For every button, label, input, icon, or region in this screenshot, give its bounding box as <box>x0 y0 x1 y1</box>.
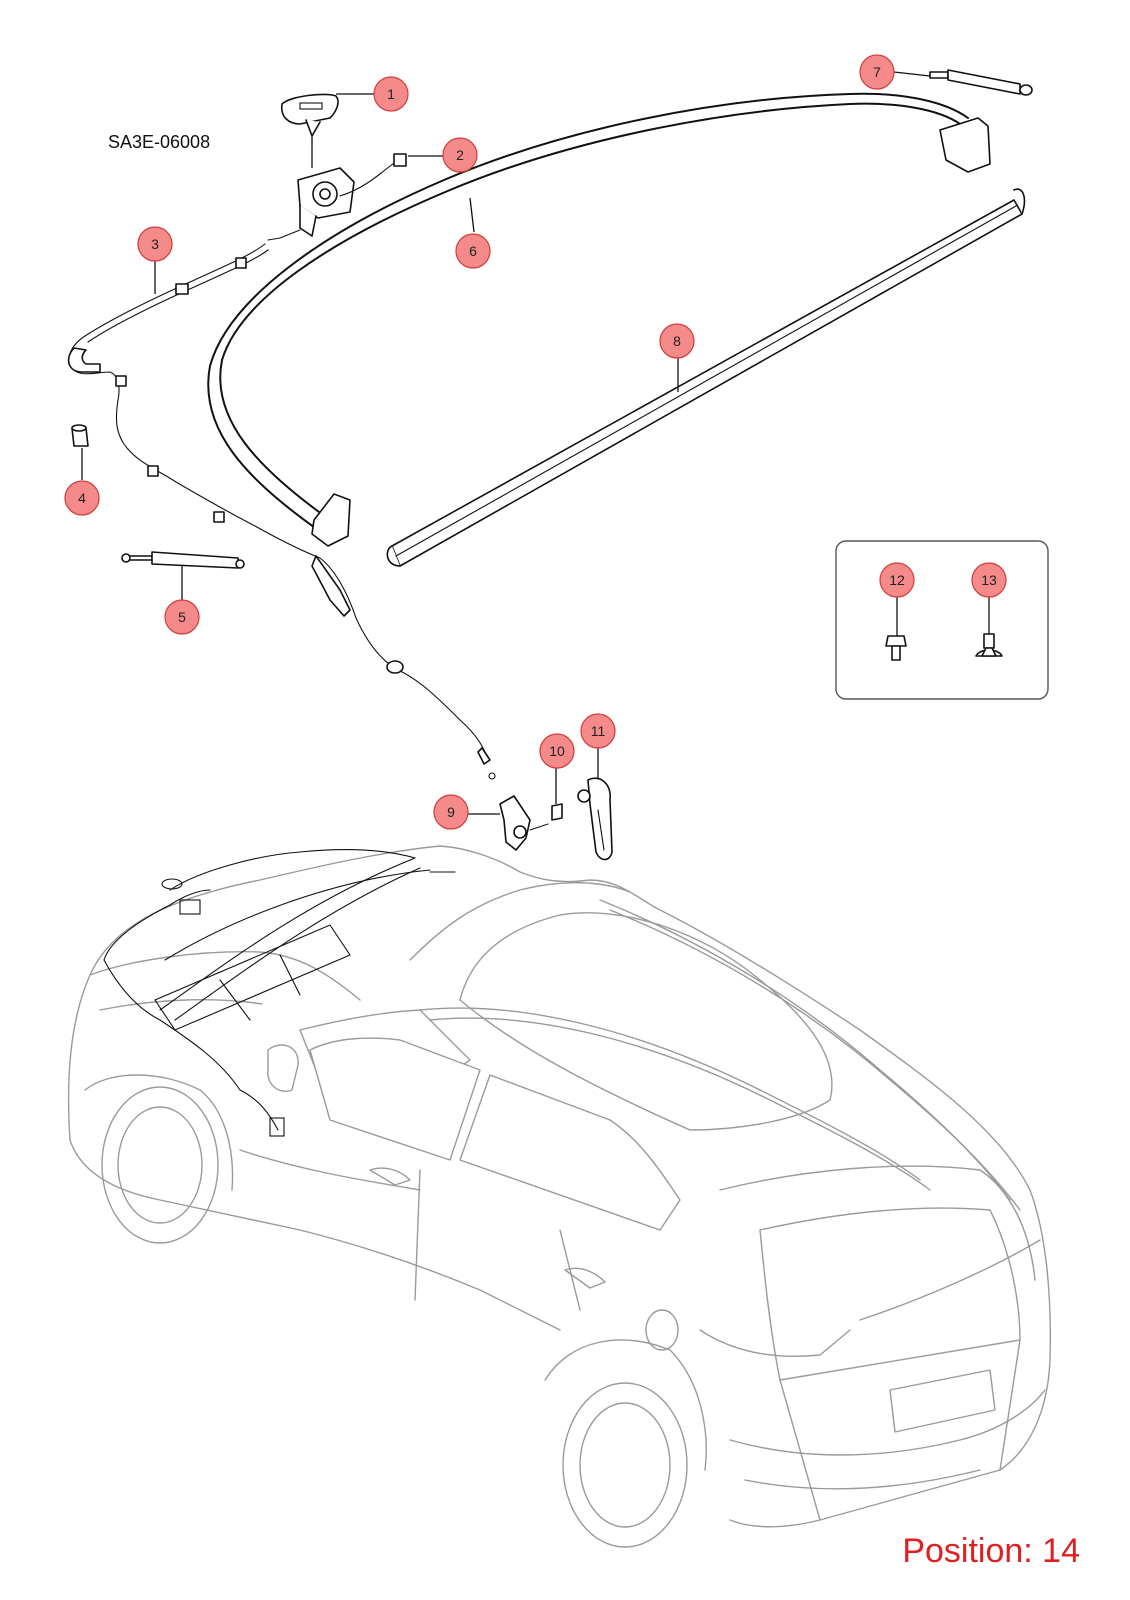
callout-3: 3 <box>137 226 173 262</box>
callout-6: 6 <box>455 233 491 269</box>
part-6-front-seal <box>207 92 991 547</box>
callout-12: 12 <box>879 562 915 598</box>
drawing-code: SA3E-06008 <box>108 132 211 152</box>
svg-text:10: 10 <box>549 743 565 759</box>
callout-13: 13 <box>971 562 1007 598</box>
svg-text:2: 2 <box>456 147 464 163</box>
svg-text:7: 7 <box>873 64 881 80</box>
part-7-gas-strut <box>893 69 1033 96</box>
part-10-clip <box>551 768 563 821</box>
part-12-bolt <box>885 596 907 661</box>
callout-7: 7 <box>859 54 895 90</box>
callout-4: 4 <box>64 480 100 516</box>
svg-text:5: 5 <box>178 609 186 625</box>
vehicle-illustration <box>67 845 1052 1548</box>
svg-text:12: 12 <box>889 572 905 588</box>
part-13-push-clip <box>975 596 1003 657</box>
callout-11: 11 <box>580 713 616 749</box>
callout-1: 1 <box>373 76 409 112</box>
svg-text:4: 4 <box>78 490 86 506</box>
callout-10: 10 <box>539 733 575 769</box>
callout-9: 9 <box>433 794 469 830</box>
part-3-release-cable <box>67 243 496 780</box>
part-8-rear-seal <box>386 188 1026 567</box>
svg-text:6: 6 <box>469 243 477 259</box>
callout-2: 2 <box>442 137 478 173</box>
callout-8: 8 <box>659 323 695 359</box>
position-label: Position: 14 <box>902 1532 1080 1570</box>
svg-text:11: 11 <box>591 723 606 739</box>
svg-text:8: 8 <box>673 333 681 349</box>
svg-text:3: 3 <box>151 236 159 252</box>
svg-text:9: 9 <box>447 804 455 820</box>
inset-box <box>835 540 1049 700</box>
part-9-lever-base <box>464 795 549 851</box>
part-4-bumper <box>71 424 89 480</box>
part-5-gas-strut <box>121 551 245 600</box>
part-1-bracket <box>280 93 376 168</box>
svg-text:13: 13 <box>981 572 997 588</box>
part-11-lever-handle <box>577 746 613 861</box>
vehicle-hood-components <box>103 848 456 1137</box>
callout-5: 5 <box>164 599 200 635</box>
part-2-latch <box>267 153 446 241</box>
svg-text:1: 1 <box>387 86 395 102</box>
